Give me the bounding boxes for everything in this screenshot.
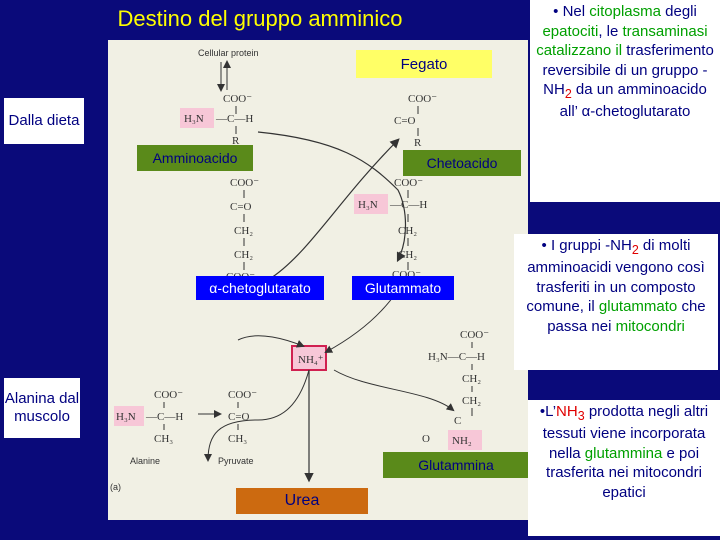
alanina-label: Alanina dal muscolo [4,378,80,438]
glutammina-label: Glutammina [383,452,529,478]
svg-text:H₃N: H₃N [116,411,136,423]
amminoacido-label: Amminoacido [137,145,253,171]
svg-text:CH₃: CH₃ [154,433,173,445]
svg-text:CH₂: CH₂ [462,395,481,407]
svg-text:CH₂: CH₂ [398,225,417,237]
nh4-box [291,345,327,371]
svg-text:NH₂: NH₂ [452,435,472,447]
svg-text:—C—H: —C—H [215,113,253,125]
svg-text:H₃N—C—H: H₃N—C—H [428,351,485,363]
svg-text:C=O: C=O [228,411,250,423]
svg-text:O: O [422,433,430,445]
alanine-text: Alanine [130,456,160,466]
svg-text:COO⁻: COO⁻ [223,93,252,105]
info-panel-glutammato: • I gruppi -NH2 di molti amminoacidi ven… [514,234,718,370]
transamination-diagram: Cellular protein COO⁻ H₃N —C—H R COO⁻ C=… [108,40,528,520]
reaction-scheme: Cellular protein COO⁻ H₃N —C—H R COO⁻ C=… [110,48,489,492]
svg-text:—C—H: —C—H [145,411,183,423]
dalla-dieta-label: Dalla dieta [4,98,84,144]
pyruvate-text: Pyruvate [218,456,254,466]
info-panel-transaminasi: • Nel citoplasma degli epatociti, le tra… [530,0,720,202]
svg-text:C=O: C=O [230,201,252,213]
svg-text:C: C [454,415,461,427]
svg-text:CH₂: CH₂ [462,373,481,385]
info-panel-glutammina: •L’NH3 prodotta negli altri tessuti vien… [528,400,720,536]
svg-text:R: R [414,137,422,149]
svg-text:CH₂: CH₂ [234,249,253,261]
svg-text:COO⁻: COO⁻ [228,389,257,401]
panel-label: (a) [110,482,121,492]
nh2-box [448,430,482,450]
svg-text:COO⁻: COO⁻ [230,177,259,189]
svg-text:H₃N: H₃N [184,113,204,125]
svg-text:COO⁻: COO⁻ [408,93,437,105]
urea-label: Urea [236,488,368,514]
chetoglutarato-label: α-chetoglutarato [196,276,324,300]
nh3-box-1 [180,108,214,128]
glutammato-label: Glutammato [352,276,454,300]
nh3-box-2 [354,194,388,214]
svg-text:COO⁻: COO⁻ [154,389,183,401]
fegato-label: Fegato [356,50,492,78]
svg-text:H₃N: H₃N [358,199,378,211]
slide-title: Destino del gruppo amminico [117,6,403,31]
svg-text:NH₄⁺: NH₄⁺ [298,354,324,366]
svg-text:CH₂: CH₂ [234,225,253,237]
chetoacido-label: Chetoacido [403,150,521,176]
cellular-protein-text: Cellular protein [198,48,259,58]
svg-text:—C—H: —C—H [389,199,427,211]
svg-text:R: R [232,135,240,147]
nh3-box-3 [114,406,144,426]
svg-text:C=O: C=O [394,115,416,127]
svg-text:COO⁻: COO⁻ [394,177,423,189]
svg-text:CH₂: CH₂ [398,249,417,261]
svg-text:CH₃: CH₃ [228,433,247,445]
svg-text:COO⁻: COO⁻ [460,329,489,341]
